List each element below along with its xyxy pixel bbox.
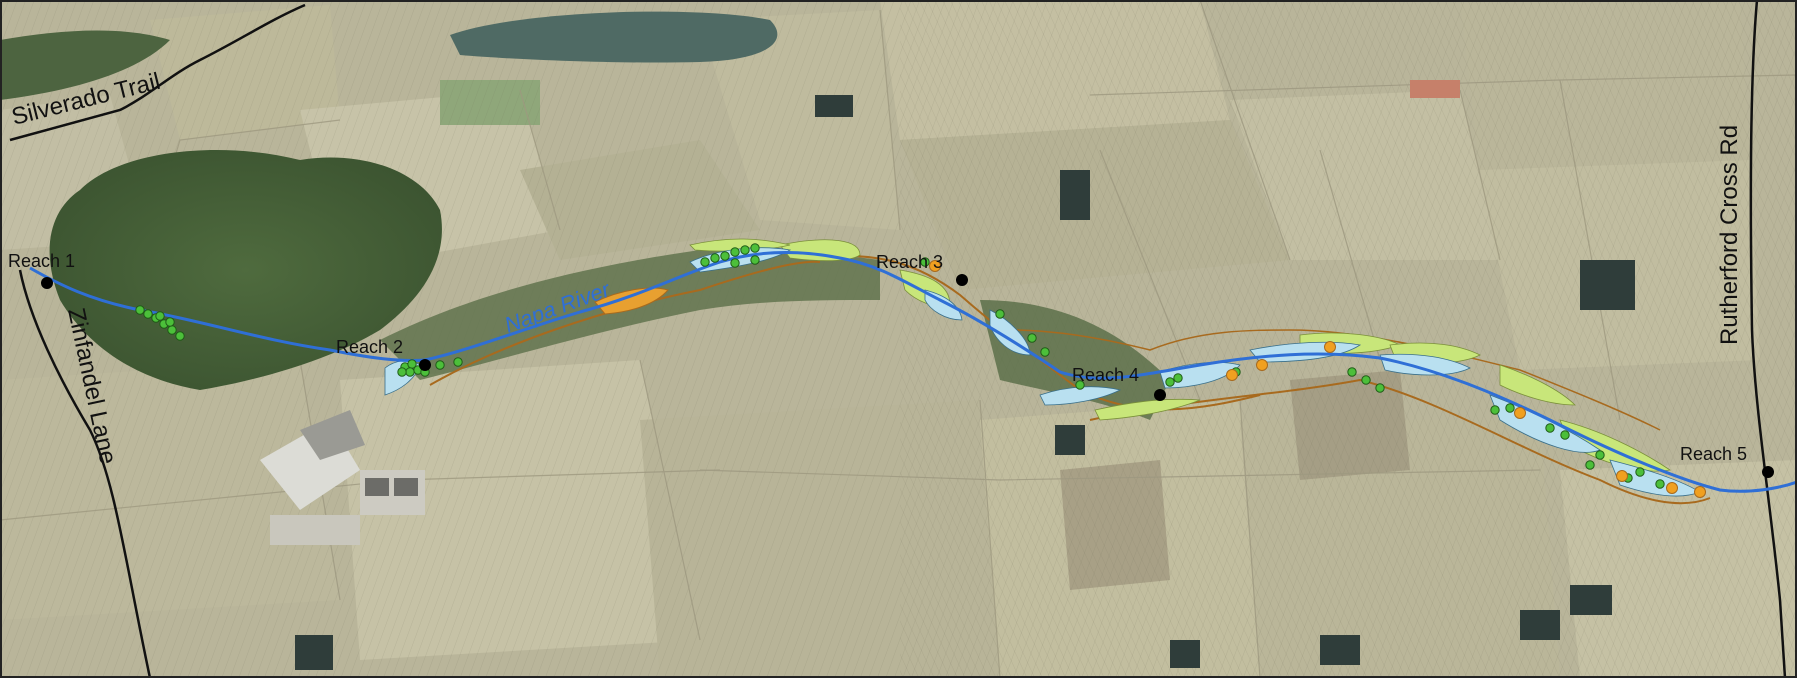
tree-marker [1361,375,1371,385]
tree-marker [995,309,1005,319]
roads [9,0,1787,679]
tree-marker [453,357,463,367]
reach-1-point [41,277,53,289]
reach-3-label: Reach 3 [876,252,943,272]
tree-marker [1585,460,1595,470]
tree-marker [167,325,177,335]
tree-marker [175,331,185,341]
tree-marker [1027,333,1037,343]
tree-marker [700,257,710,267]
tree-marker [710,253,720,263]
reach-4-label: Reach 4 [1072,365,1139,385]
tree-marker [405,367,415,377]
tree-marker [1347,367,1357,377]
tree-marker [135,305,145,315]
reservoir [450,11,778,63]
reach-2-point [419,359,431,371]
orange-marker [929,260,941,272]
rutherford-cross-rd-label: Rutherford Cross Rd [1716,125,1743,345]
tree-marker [143,309,153,319]
tree-marker [1655,479,1665,489]
orange-marker [1514,407,1526,419]
reach-points [41,274,1774,478]
facility [260,80,1460,545]
tree-marker [1560,430,1570,440]
zinfandel-lane-road [18,269,152,679]
orange-marker [1324,341,1336,353]
orange-marker [1616,470,1628,482]
tree-marker [1505,403,1515,413]
tree-marker [397,367,407,377]
tree-marker [720,251,730,261]
tree-marker [435,360,445,370]
silverado-trail-road [9,3,306,142]
orange-marker [1226,369,1238,381]
tree-marker [1075,380,1085,390]
tree-marker [1595,450,1605,460]
tree-marker [1165,377,1175,387]
tree-marker [740,245,750,255]
rutherford-cross-rd-road [1749,0,1787,679]
reach-3-point [956,274,968,286]
tree-marker [1545,423,1555,433]
orange-markers [929,260,1706,498]
ponds [295,95,1635,670]
tree-marker [1375,383,1385,393]
reach-labels: Reach 1 Reach 2 Reach 3 Reach 4 Reach 5 [8,251,1747,464]
reach-2-label: Reach 2 [336,337,403,357]
orange-marker [1666,482,1678,494]
tree-marker [730,258,740,268]
reach-5-label: Reach 5 [1680,444,1747,464]
orange-marker [1694,486,1706,498]
tree-marker [1040,347,1050,357]
tree-marker [155,311,165,321]
tree-marker [1173,373,1183,383]
tree-marker [920,257,930,267]
tree-marker [165,317,175,327]
tree-marker [750,255,760,265]
tree-marker [1635,467,1645,477]
reach-5-point [1762,466,1774,478]
tree-marker [730,247,740,257]
reach-4-point [1154,389,1166,401]
orange-marker [1256,359,1268,371]
napa-river-line [29,250,1797,493]
tree-marker [1490,405,1500,415]
tree-marker [750,243,760,253]
reach-1-label: Reach 1 [8,251,75,271]
